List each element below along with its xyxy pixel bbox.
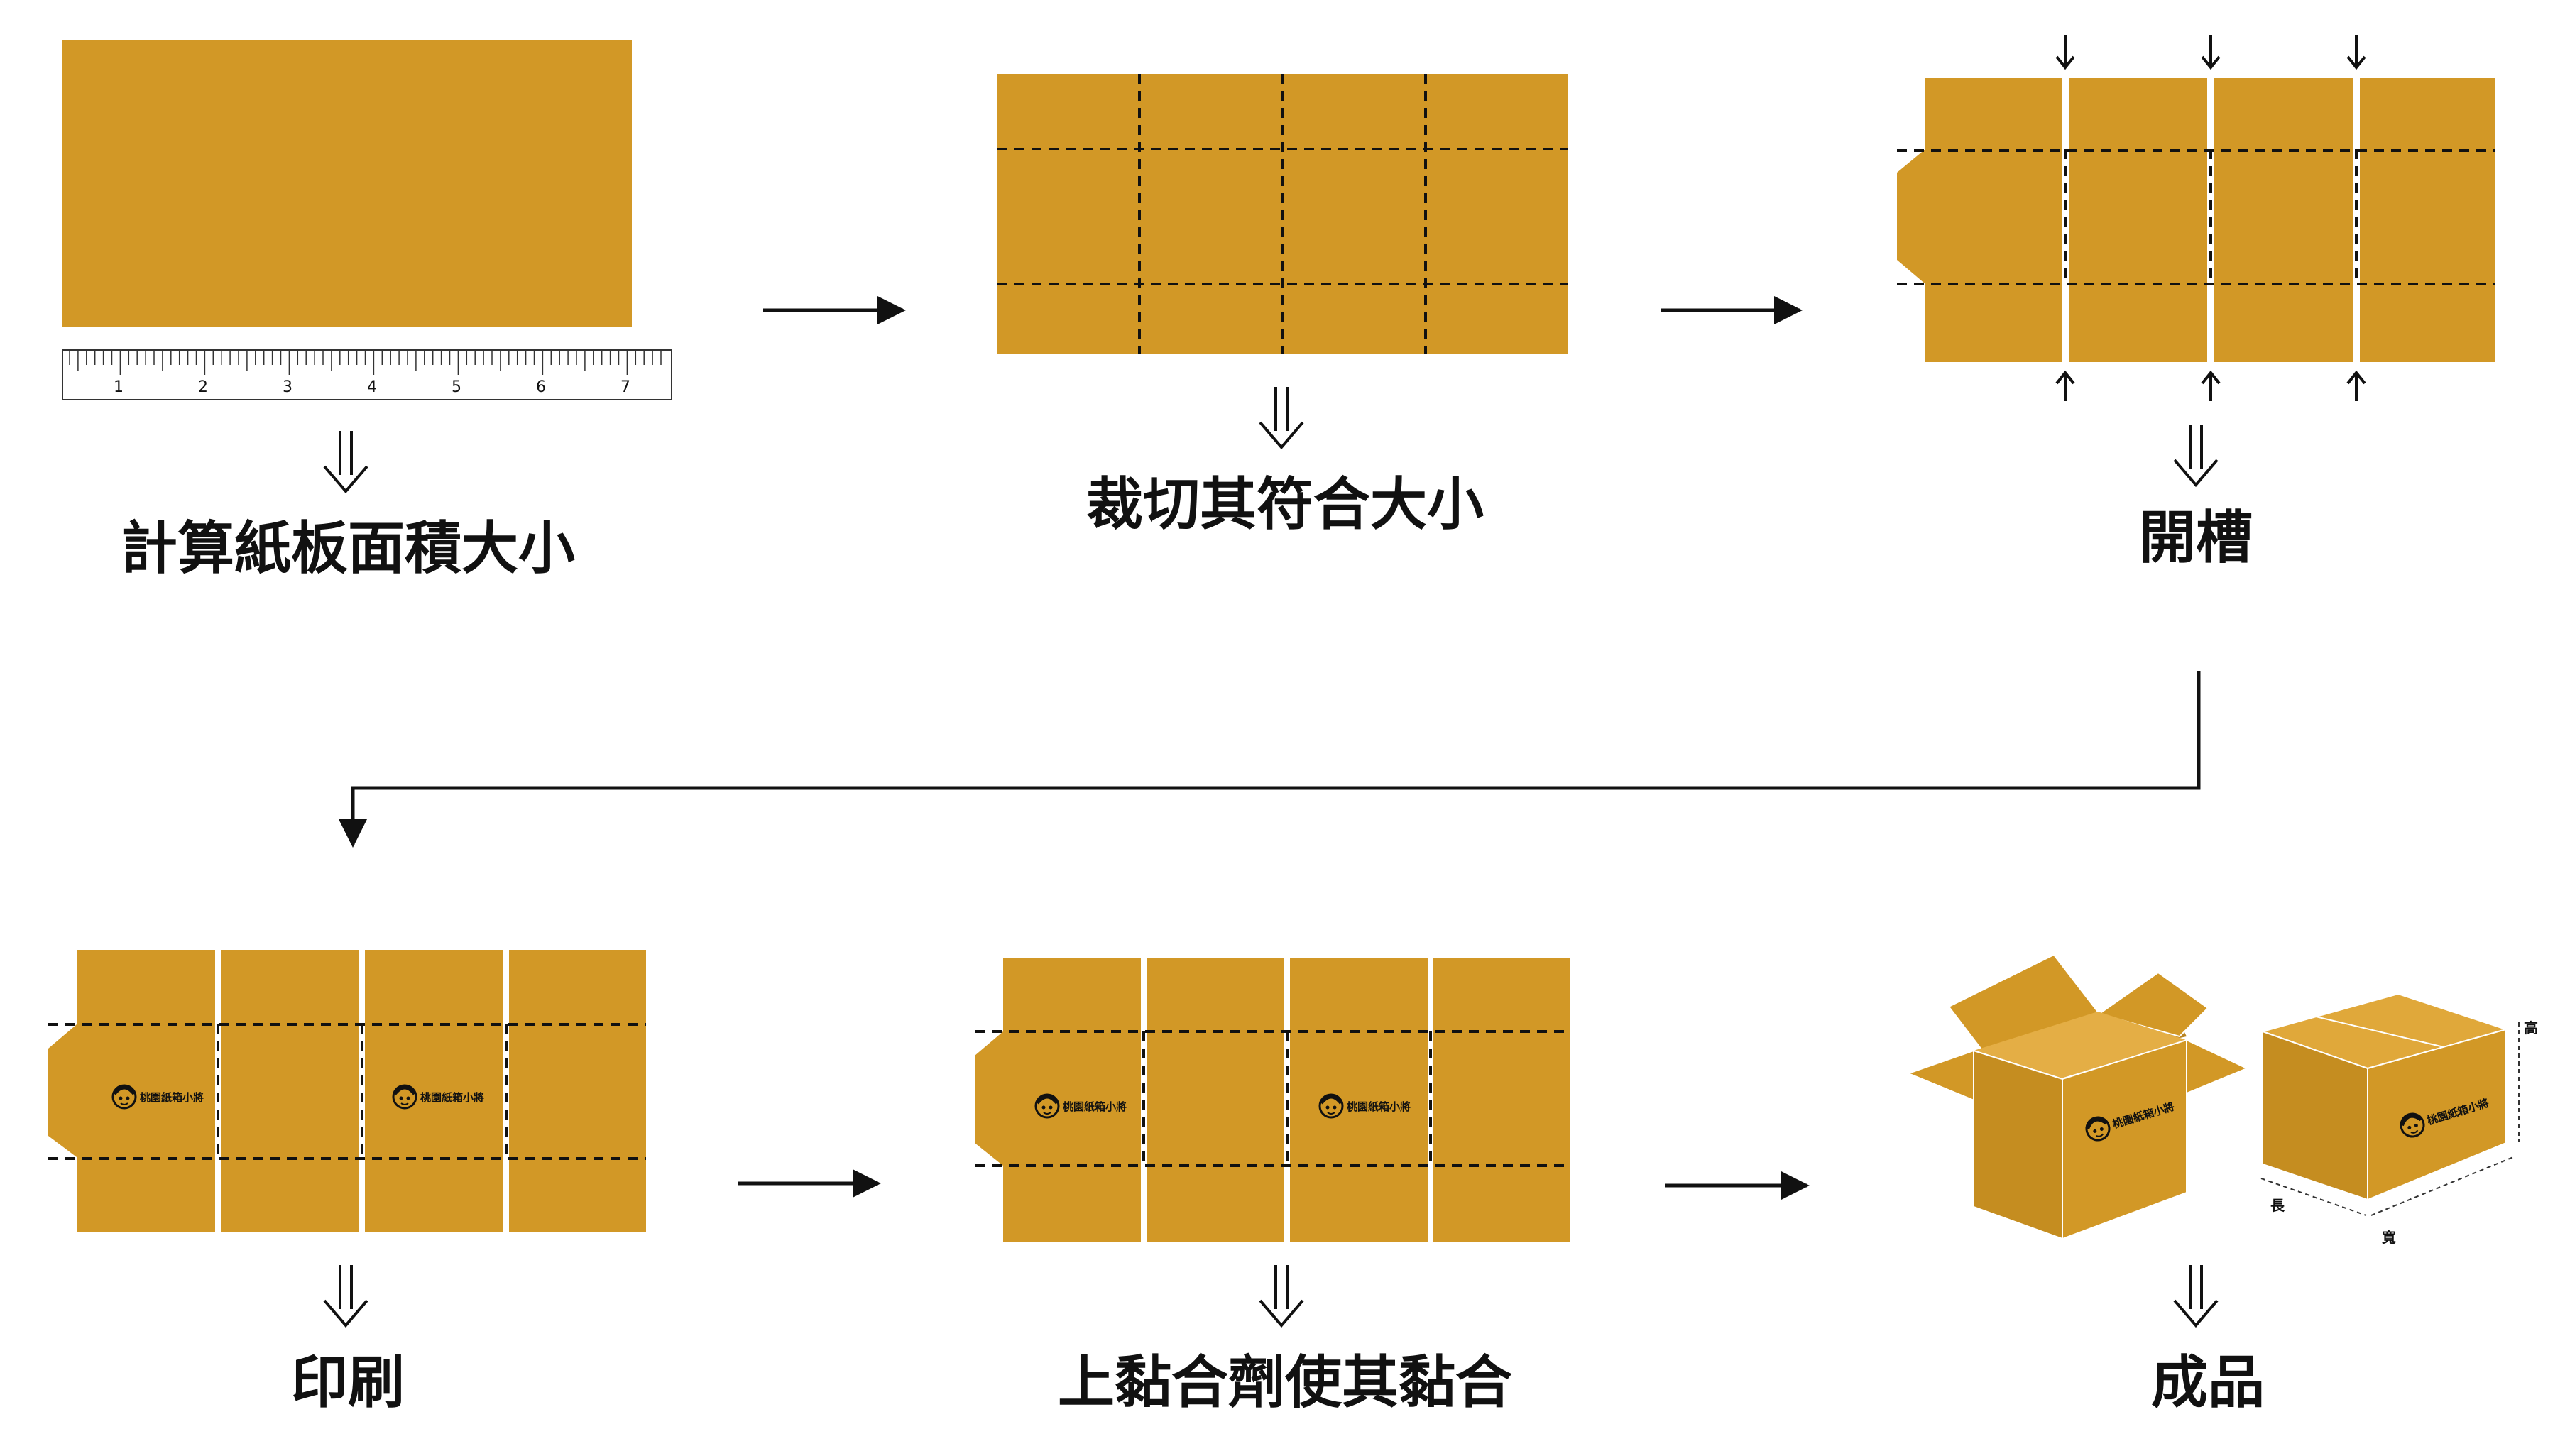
logo: 桃園紙箱小將 <box>393 1085 484 1108</box>
glue-flap <box>975 1031 1003 1166</box>
slot-arrows-bottom <box>2055 370 2366 401</box>
ruler-number-3: 3 <box>283 378 292 396</box>
down-arrow-icon <box>1259 385 1304 449</box>
slot-arrows-top <box>2055 35 2366 70</box>
step-slot: 開槽 <box>1897 35 2495 571</box>
panel-2 <box>1147 958 1284 1242</box>
down-arrow-icon <box>1259 1264 1304 1327</box>
caption-print: 印刷 <box>291 1350 405 1416</box>
caption-slot: 開槽 <box>2139 505 2253 571</box>
down-arrow-icon <box>2173 1264 2219 1327</box>
logo-text: 桃園紙箱小將 <box>1063 1100 1127 1113</box>
logo-text: 桃園紙箱小將 <box>140 1091 204 1104</box>
connector-arrow-icon <box>339 671 2201 848</box>
step-finish: 桃園紙箱小將 桃園紙箱小將 長 寬 高 成品 <box>1906 953 2538 1416</box>
ruler-number-5: 5 <box>452 378 461 396</box>
caption-finish: 成品 <box>2151 1350 2265 1416</box>
down-arrow-icon <box>2173 423 2219 486</box>
ruler: 1 2 3 4 5 6 7 <box>62 349 672 400</box>
panel-3 <box>365 950 503 1232</box>
ruler-number-2: 2 <box>198 378 208 396</box>
ruler-number-4: 4 <box>367 378 377 396</box>
panel-4 <box>1433 958 1570 1242</box>
dimension-length: 長 <box>2270 1197 2285 1214</box>
step-measure: 1 2 3 4 5 6 7 計算紙板面積大小 <box>62 40 672 581</box>
logo: 桃園紙箱小將 <box>1036 1095 1127 1117</box>
ruler-ticks <box>69 350 662 375</box>
down-arrow-icon <box>323 429 368 493</box>
ruler-number-7: 7 <box>620 378 630 396</box>
down-arrow-icon <box>323 1264 368 1327</box>
glue-flap <box>1897 149 1925 284</box>
glue-flap <box>48 1024 77 1157</box>
logo: 桃園紙箱小將 <box>1320 1095 1411 1117</box>
panel-2 <box>2069 78 2207 362</box>
step-cut: 裁切其符合大小 <box>997 74 1568 537</box>
panel-3 <box>2214 78 2353 362</box>
caption-glue: 上黏合劑使其黏合 <box>1058 1350 1512 1416</box>
step-print: 桃園紙箱小將 桃園紙箱小將 印刷 <box>48 950 646 1416</box>
step-glue: 桃園紙箱小將 桃園紙箱小將 上黏合劑使其黏合 <box>975 958 1570 1416</box>
caption-cut: 裁切其符合大小 <box>1086 471 1484 537</box>
closed-box: 桃園紙箱小將 長 寬 高 <box>2260 992 2538 1246</box>
panel-2 <box>221 950 359 1232</box>
panel-1 <box>77 950 215 1232</box>
uncut-board <box>62 40 632 327</box>
panel-4 <box>2360 78 2495 362</box>
dimension-height: 高 <box>2524 1019 2538 1036</box>
open-box: 桃園紙箱小將 <box>1906 953 2249 1240</box>
logo-text: 桃園紙箱小將 <box>1347 1100 1411 1113</box>
logo: 桃園紙箱小將 <box>113 1085 204 1108</box>
ruler-number-6: 6 <box>536 378 546 396</box>
panel-4 <box>509 950 646 1232</box>
dimension-width: 寬 <box>2382 1229 2396 1246</box>
ruler-number-1: 1 <box>114 378 124 396</box>
panel-1 <box>1003 958 1141 1242</box>
logo-text: 桃園紙箱小將 <box>420 1091 484 1104</box>
panel-3 <box>1290 958 1428 1242</box>
caption-measure: 計算紙板面積大小 <box>121 515 575 581</box>
panel-1 <box>1925 78 2062 362</box>
